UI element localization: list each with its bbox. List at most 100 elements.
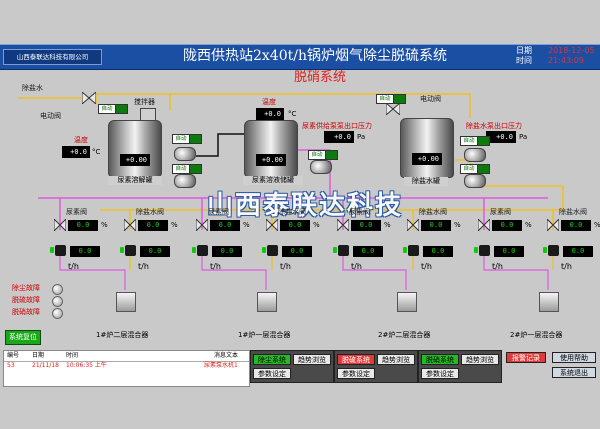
nav-dust-system[interactable]: 除尘系统 [253, 354, 291, 365]
branch-3-valve-label: 尿素阀 [208, 208, 229, 216]
auto-switch-tank1-b[interactable]: 自动 [172, 164, 190, 174]
auto-indicator-tank1-b [189, 164, 202, 174]
branch-2-flow-unit: t/h [138, 262, 149, 271]
branch-8-valve-label: 除盐水阀 [559, 208, 587, 216]
auto-indicator-tank3-a [477, 136, 490, 146]
msg-row-time[interactable]: 10:06:35 上午 [66, 362, 107, 369]
branch-4-valve-value: 0.0 [280, 220, 310, 231]
nav-desulf-trend[interactable]: 趋势浏览 [377, 354, 415, 365]
mixer-label-3: 2#炉二层混合器 [378, 331, 431, 339]
mixer-label-2: 1#炉一层混合器 [238, 331, 291, 339]
temp-label-1: 温度 [74, 136, 88, 144]
branch-4-flowmeter-icon[interactable] [267, 245, 278, 256]
alarm-record-button[interactable]: 报警记录 [506, 352, 546, 363]
branch-6-flowmeter-icon[interactable] [408, 245, 419, 256]
demin-water-tank[interactable] [400, 118, 454, 178]
branch-5-flowmeter-icon[interactable] [338, 245, 349, 256]
mixer-icon-1[interactable] [116, 292, 136, 312]
alarm-dust-lamp [52, 284, 63, 295]
branch-4-control-valve-icon[interactable] [266, 219, 278, 231]
pump-icon-1[interactable] [174, 147, 196, 161]
mixer-label-1: 1#炉二层混合器 [96, 331, 149, 339]
branch-8-flowmeter-icon[interactable] [548, 245, 559, 256]
branch-6-flow-value: 0.0 [423, 246, 453, 257]
msg-row-no[interactable]: 53 [7, 362, 15, 369]
temp-value-1: +0.0 [62, 146, 90, 158]
msg-col-no: 编号 [7, 352, 20, 359]
branch-7-valve-value: 0.0 [492, 220, 522, 231]
branch-4-flow-unit: t/h [280, 262, 291, 271]
branch-5-flow-value: 0.0 [353, 246, 383, 257]
msg-col-text: 消息文本 [214, 352, 239, 359]
branch-5-valve-unit: % [384, 221, 391, 229]
mixer-icon-3[interactable] [397, 292, 417, 312]
branch-4-flow-value: 0.0 [282, 246, 312, 257]
tank1-label: 尿素溶解罐 [108, 176, 162, 185]
msg-col-date: 日期 [32, 352, 45, 359]
system-reset-button[interactable]: 系统复位 [5, 330, 41, 345]
branch-2-control-valve-icon[interactable] [124, 219, 136, 231]
page-title: 陇西供热站2x40t/h锅炉烟气除尘脱硫系统 [183, 48, 447, 64]
branch-3-flow-unit: t/h [210, 262, 221, 271]
nav-desulf-system[interactable]: 脱硫系统 [337, 354, 375, 365]
alarm-desulf: 脱硫故障 [12, 296, 40, 304]
branch-6-valve-unit: % [454, 221, 461, 229]
branch-8-control-valve-icon[interactable] [547, 219, 559, 231]
urea-pressure-unit: Pa [357, 133, 366, 141]
branch-3-control-valve-icon[interactable] [196, 219, 208, 231]
nav-denox-trend[interactable]: 趋势浏览 [461, 354, 499, 365]
nav-group-desulf: 脱硫系统 趋势浏览 参数设定 [334, 350, 418, 383]
branch-2-valve-unit: % [171, 221, 178, 229]
nav-desulf-params[interactable]: 参数设定 [337, 368, 375, 379]
auto-switch-tank2[interactable]: 自动 [308, 150, 326, 160]
pump-icon-5[interactable] [464, 174, 486, 188]
branch-8-valve-value: 0.0 [561, 220, 591, 231]
branch-8-flow-value: 0.0 [563, 246, 593, 257]
pump-icon-3[interactable] [310, 160, 332, 174]
branch-7-flowmeter-icon[interactable] [479, 245, 490, 256]
temp-unit-1: °C [92, 148, 101, 156]
pump-icon-4[interactable] [464, 148, 486, 162]
branch-7-valve-label: 尿素阀 [490, 208, 511, 216]
branch-2-flowmeter-icon[interactable] [125, 245, 136, 256]
auto-switch-tank1-a[interactable]: 自动 [172, 134, 190, 144]
auto-indicator-tank3-b [477, 164, 490, 174]
nav-dust-params[interactable]: 参数设定 [253, 368, 291, 379]
demin-valve-icon[interactable] [386, 103, 400, 115]
urea-solution-tank[interactable] [244, 120, 298, 177]
branch-7-control-valve-icon[interactable] [478, 219, 490, 231]
alarm-dust: 除尘故障 [12, 284, 40, 292]
auto-switch-tank3-b[interactable]: 自动 [460, 164, 478, 174]
nav-denox-system[interactable]: 脱硝系统 [421, 354, 459, 365]
auto-switch[interactable]: 自动 [98, 104, 116, 114]
branch-8-valve-unit: % [594, 221, 600, 229]
branch-3-flowmeter-icon[interactable] [197, 245, 208, 256]
branch-5-valve-label: 尿素阀 [349, 208, 370, 216]
branch-3-flow-value: 0.0 [212, 246, 242, 257]
branch-4-status-icon [262, 247, 266, 253]
nav-denox-params[interactable]: 参数设定 [421, 368, 459, 379]
branch-1-flow-value: 0.0 [70, 246, 100, 257]
inlet-valve-icon[interactable] [82, 92, 96, 104]
mixer-icon-4[interactable] [539, 292, 559, 312]
msg-row-text[interactable]: 尿素泵水机1 [204, 362, 238, 369]
branch-5-control-valve-icon[interactable] [337, 219, 349, 231]
branch-1-flowmeter-icon[interactable] [55, 245, 66, 256]
urea-dissolving-tank[interactable] [108, 120, 162, 177]
date-label: 日期 [516, 46, 532, 55]
pump-icon-2[interactable] [174, 174, 196, 188]
demin-pressure-unit: Pa [519, 133, 528, 141]
branch-7-flow-value: 0.0 [494, 246, 524, 257]
branch-3-status-icon [192, 247, 196, 253]
msg-row-date[interactable]: 21/11/18 [32, 362, 59, 369]
branch-1-flow-unit: t/h [68, 262, 79, 271]
nav-dust-trend[interactable]: 趋势浏览 [293, 354, 331, 365]
mixer-icon-2[interactable] [257, 292, 277, 312]
auto-switch-tank3-a[interactable]: 自动 [460, 136, 478, 146]
branch-1-control-valve-icon[interactable] [54, 219, 66, 231]
branch-7-flow-unit: t/h [492, 262, 503, 271]
exit-button[interactable]: 系统退出 [552, 367, 596, 378]
branch-6-control-valve-icon[interactable] [407, 219, 419, 231]
branch-7-valve-unit: % [525, 221, 532, 229]
help-button[interactable]: 使用帮助 [552, 352, 596, 363]
